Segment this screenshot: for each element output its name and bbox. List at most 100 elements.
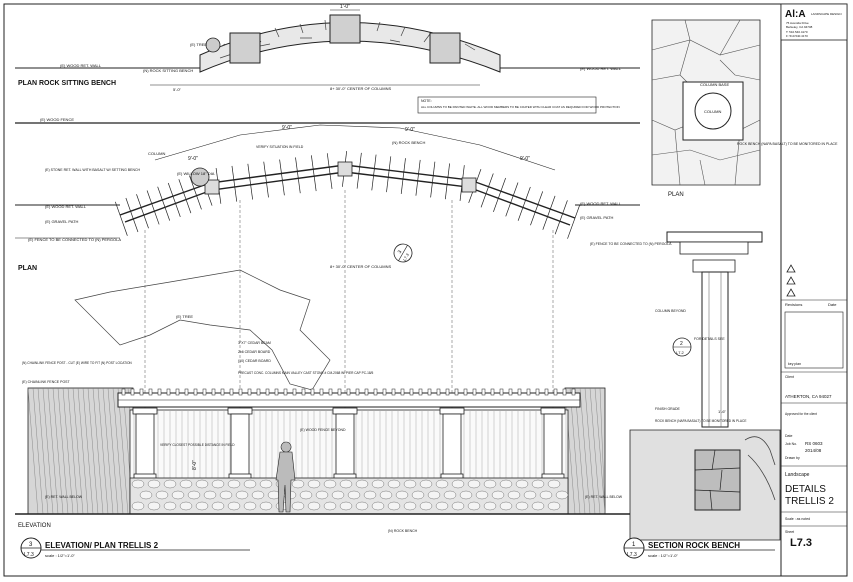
wood-fence-label: (E) WOOD FENCE xyxy=(40,117,74,122)
rafter xyxy=(542,195,556,230)
rafter-end xyxy=(130,388,135,396)
stone xyxy=(227,501,241,511)
section-callout-detail: 2 L7.2 xyxy=(672,337,692,357)
sect-title-sheet: L7.3 xyxy=(627,552,637,558)
section-capital xyxy=(692,259,736,273)
elev-title-sheet: L7.3 xyxy=(24,552,34,558)
stone xyxy=(187,490,201,500)
stone xyxy=(139,490,153,500)
rock-bench-label: (N) ROCK BENCH xyxy=(388,529,418,533)
hatch-line xyxy=(569,387,581,515)
stone xyxy=(491,490,505,500)
stone xyxy=(459,490,473,500)
chainlink-label: (N) CHAINLINK FENCE POST - CUT (E) WIRE … xyxy=(22,361,132,365)
stone xyxy=(235,490,249,500)
rafter-end xyxy=(409,388,414,396)
stone xyxy=(499,479,513,489)
rafter-end xyxy=(283,388,288,396)
rafter-end xyxy=(490,388,495,396)
hatch-line xyxy=(589,387,601,515)
firm-addr1: 75 Avenida Drive xyxy=(786,21,809,25)
stone xyxy=(307,479,321,489)
beam-label: 3"X7" CEDAR BEAM xyxy=(238,341,271,345)
revision-triangles xyxy=(786,264,796,297)
sect-title-num: 1 xyxy=(632,542,636,548)
plan-bench-title: PLAN ROCK SITTING BENCH xyxy=(18,80,116,87)
rafter-end xyxy=(571,388,576,396)
hatch-line xyxy=(574,387,586,515)
stone xyxy=(131,479,145,489)
hatch-line xyxy=(564,387,576,515)
stone xyxy=(251,490,265,500)
stone xyxy=(203,490,217,500)
column-shaft xyxy=(442,413,462,479)
title-block: Al:A LANDSCAPE DESIGN 75 Avenida Drive B… xyxy=(780,3,848,549)
rafter xyxy=(136,194,149,229)
hatch-line xyxy=(102,387,114,515)
rafter-end xyxy=(427,388,432,396)
rev-triangle-2 xyxy=(786,276,796,285)
hatch-line xyxy=(72,387,84,515)
stone xyxy=(547,501,561,511)
rafter-end xyxy=(265,388,270,396)
rafter-end xyxy=(535,388,540,396)
stone xyxy=(259,479,273,489)
client-label: Client xyxy=(785,375,794,379)
column-label: COLUMN xyxy=(704,109,721,114)
hatch-line xyxy=(117,387,129,515)
rafter-end xyxy=(175,388,180,396)
rafter-end xyxy=(337,388,342,396)
dim-chain xyxy=(154,124,556,171)
rafter xyxy=(178,179,192,214)
stone xyxy=(435,501,449,511)
rafter-end xyxy=(229,388,234,396)
rafter xyxy=(295,157,301,194)
rafter-end xyxy=(166,388,171,396)
drawn-label: Drawn by xyxy=(785,456,800,460)
rafter xyxy=(554,200,568,235)
stone xyxy=(411,490,425,500)
plan-column-2 xyxy=(337,161,353,177)
rafter xyxy=(146,190,160,225)
footer-elevation-title: 3 L7.3 ELEVATION/ PLAN TRELLIS 2 scale :… xyxy=(20,537,250,559)
dim-d: 9'-0" xyxy=(520,156,530,162)
rafter-end xyxy=(274,388,279,396)
rock-bench-label: (N) ROCK BENCH xyxy=(392,140,425,145)
logo-box xyxy=(780,3,848,41)
column-shaft xyxy=(335,413,355,479)
callout-sheet: L7.3 xyxy=(402,252,411,262)
stone xyxy=(339,479,353,489)
hatch-line xyxy=(62,387,74,515)
bench-label: (N) ROCK SITTING BENCH xyxy=(143,68,193,73)
stone xyxy=(403,479,417,489)
hatch-line xyxy=(579,387,591,515)
rafter-end xyxy=(139,388,144,396)
column-capital xyxy=(332,407,358,415)
rafter xyxy=(517,186,531,221)
rafter xyxy=(415,159,421,196)
board1-label: 2x6 CEDAR BOARD xyxy=(238,350,271,354)
rafter-end xyxy=(310,388,315,396)
rafter xyxy=(167,182,181,218)
stone xyxy=(387,501,401,511)
stone xyxy=(347,490,361,500)
board2-label: (10) CEDAR BOARD xyxy=(238,359,271,363)
columns-dim: 8+ 30'-0" CENTER OF COLUMNS xyxy=(330,86,392,91)
tree-label: (E) TREE xyxy=(176,314,193,319)
rafter xyxy=(444,163,450,200)
stone xyxy=(451,501,465,511)
stone xyxy=(195,501,209,511)
stone xyxy=(243,479,257,489)
plan-trellis-title: PLAN xyxy=(18,265,37,272)
firm-addr2: Berkeley, CA 94708 xyxy=(786,25,813,29)
wall-left-label: (E) WOOD RET. WALL xyxy=(60,63,102,68)
scale-note: Scale : as noted xyxy=(785,517,810,521)
rafter xyxy=(114,201,128,236)
date-label: Date xyxy=(785,434,792,438)
section-cap-lower xyxy=(679,241,749,255)
dim-bottom: 5'-0" xyxy=(173,87,182,92)
stone xyxy=(419,479,433,489)
rafter-end xyxy=(292,388,297,396)
stone xyxy=(131,501,145,511)
plan-trellis: (E) WOOD FENCE 9'-0" 9'-0" 9'-0" 9'-0" C… xyxy=(15,117,672,272)
